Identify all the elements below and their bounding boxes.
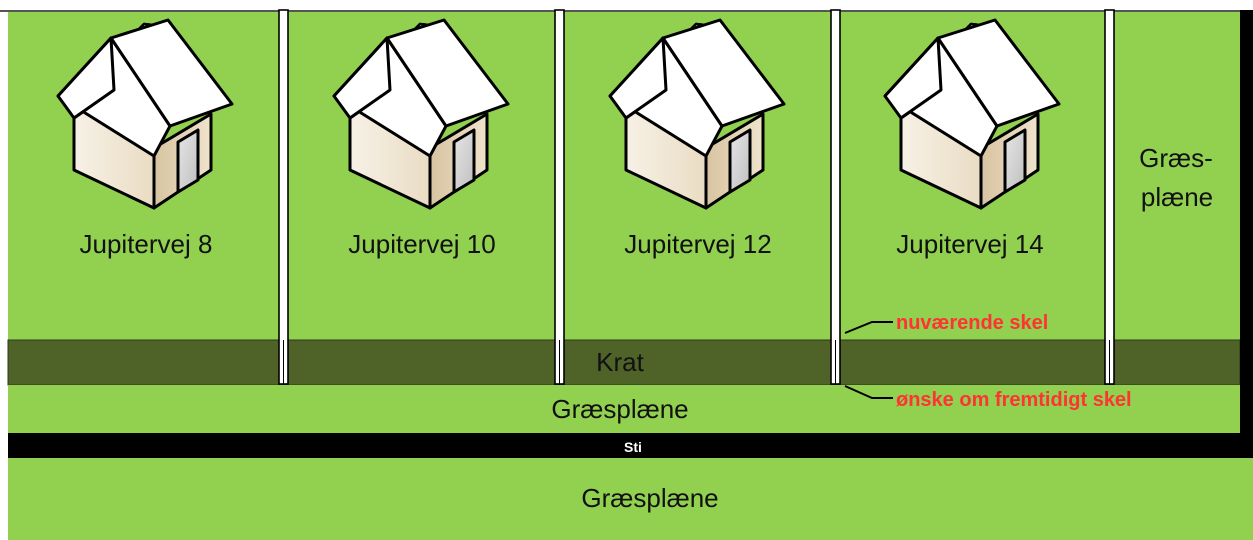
right-border bbox=[1240, 10, 1253, 433]
fence-divider bbox=[554, 9, 565, 385]
lawn-strip-label: Græsplæne bbox=[551, 394, 688, 424]
top-border bbox=[0, 10, 1253, 12]
bottom-lawn-label: Græsplæne bbox=[581, 483, 718, 513]
plot-label: Jupitervej 12 bbox=[624, 229, 771, 259]
plots-area bbox=[8, 10, 1240, 340]
current-boundary-annotation: nuværende skel bbox=[896, 312, 1048, 334]
desired-boundary-annotation: ønske om fremtidigt skel bbox=[896, 389, 1132, 411]
desired-boundary-leader bbox=[844, 385, 893, 399]
lawn-strip bbox=[8, 385, 1240, 433]
current-boundary-leader bbox=[844, 321, 893, 334]
fence-divider bbox=[830, 9, 841, 385]
plot-label: Jupitervej 10 bbox=[348, 229, 495, 259]
fence-divider bbox=[1104, 9, 1115, 385]
fence-divider bbox=[278, 9, 289, 385]
plot-label: Jupitervej 14 bbox=[896, 229, 1043, 259]
bottom-lawn bbox=[8, 458, 1253, 540]
corner-lawn-label-line1: Græs- bbox=[1139, 143, 1213, 173]
plot-label: Jupitervej 8 bbox=[80, 229, 213, 259]
path-label: Sti bbox=[624, 439, 642, 455]
path bbox=[8, 433, 1253, 458]
corner-lawn-label-line2: plæne bbox=[1141, 182, 1213, 212]
thicket-strip bbox=[7, 339, 1241, 386]
thicket-label: Krat bbox=[596, 347, 644, 377]
